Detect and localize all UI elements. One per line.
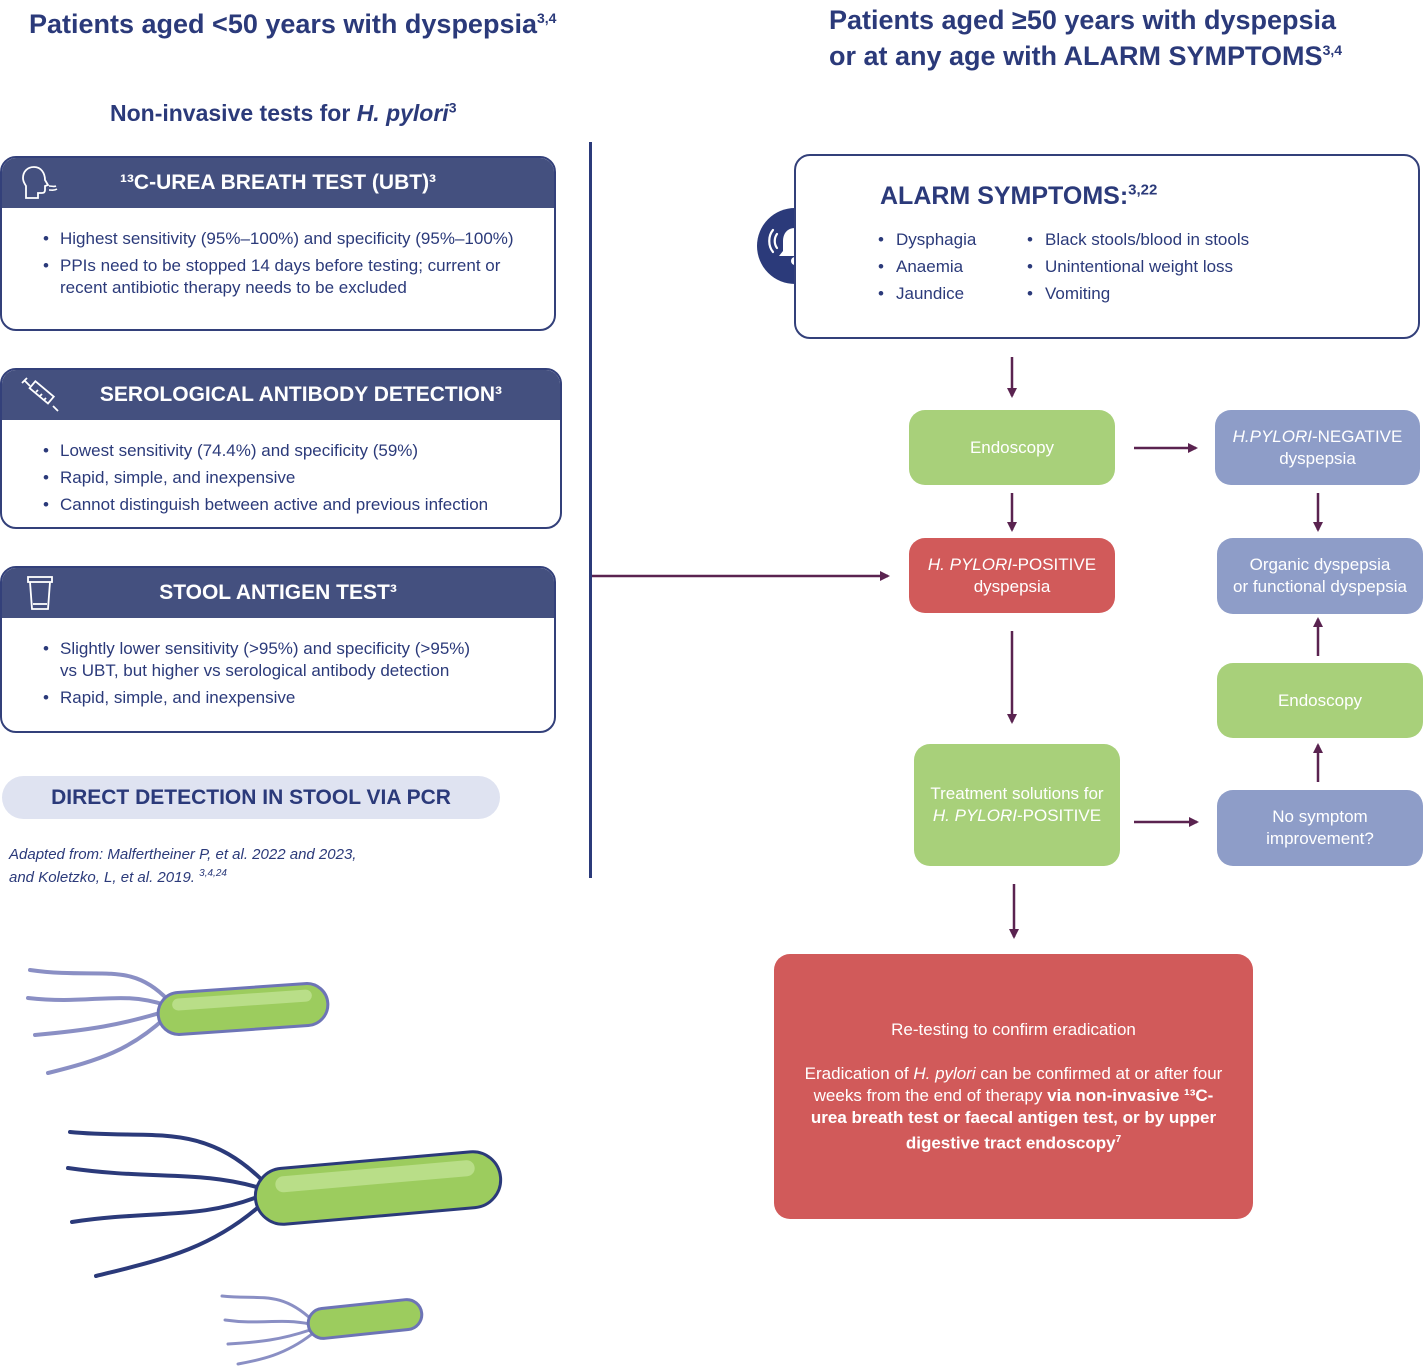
retest-text-1: Eradication of xyxy=(804,1063,914,1083)
retest-title: Re-testing to confirm eradication xyxy=(891,1019,1136,1039)
bacteria-illustration xyxy=(26,968,503,1366)
retest-italic: H. pylori xyxy=(913,1063,976,1083)
list-item: Vomiting xyxy=(1027,280,1249,307)
list-item: Black stools/blood in stools xyxy=(1027,226,1249,253)
list-item: Rapid, simple, and inexpensive xyxy=(43,687,534,709)
list-item: Unintentional weight loss xyxy=(1027,253,1249,280)
alarm-symptoms-box: ALARM SYMPTOMS:3,22 Dysphagia Anaemia Ja… xyxy=(794,154,1420,339)
subtitle-text: Non-invasive tests for xyxy=(110,100,357,126)
ubt-card: ¹³C-UREA BREATH TEST (UBT)³ Highest sens… xyxy=(0,156,556,331)
serology-card-title: SEROLOGICAL ANTIBODY DETECTION³ xyxy=(99,383,503,406)
alarm-title-sup: 3,22 xyxy=(1128,181,1158,199)
endoscopy-box-1: Endoscopy xyxy=(909,410,1115,485)
stool-card: STOOL ANTIGEN TEST³ Slightly lower sensi… xyxy=(0,566,556,733)
hp-positive-italic: H. PYLORI xyxy=(927,554,1012,574)
subtitle-italic: H. pylori xyxy=(356,100,449,126)
serology-card-header: SEROLOGICAL ANTIBODY DETECTION³ xyxy=(2,370,560,420)
treatment-rest: -POSITIVE xyxy=(1017,806,1102,825)
left-title-sup: 3,4 xyxy=(536,10,557,26)
no-symptom-line-2: improvement? xyxy=(1266,829,1374,848)
retest-body: Eradication of H. pylori can be confirme… xyxy=(796,1063,1231,1155)
bacterium-1 xyxy=(26,968,330,1075)
left-title-text: Patients aged <50 years with dyspepsia xyxy=(29,9,537,39)
tests-subtitle: Non-invasive tests for H. pylori3 xyxy=(110,100,457,127)
column-divider xyxy=(589,142,592,878)
pcr-label: DIRECT DETECTION IN STOOL VIA PCR xyxy=(51,785,451,809)
list-item: Cannot distinguish between active and pr… xyxy=(43,494,540,516)
left-title: Patients aged <50 years with dyspepsia3,… xyxy=(29,6,556,42)
endoscopy-box-2: Endoscopy xyxy=(1217,663,1423,738)
serology-bullets: Lowest sensitivity (74.4%) and specifici… xyxy=(2,420,560,516)
subtitle-sup: 3 xyxy=(448,99,457,116)
list-item: Lowest sensitivity (74.4%) and specifici… xyxy=(43,440,540,462)
right-title-line-2: or at any age with ALARM SYMPTOMS xyxy=(829,41,1323,71)
treatment-box: Treatment solutions for H. PYLORI-POSITI… xyxy=(914,744,1120,866)
stool-card-title: STOOL ANTIGEN TEST³ xyxy=(159,581,397,604)
breath-icon xyxy=(22,166,58,199)
hp-positive-line-2: dyspepsia xyxy=(973,576,1051,596)
hp-negative-rest: -NEGATIVE xyxy=(1311,426,1403,446)
bacterium-2 xyxy=(66,1130,503,1278)
retest-text-2: can be confirmed at or after four weeks … xyxy=(813,1063,1223,1105)
hp-positive-line-1: H. PYLORI-POSITIVE xyxy=(928,554,1096,576)
no-symptom-improvement-box: No symptom improvement? xyxy=(1217,790,1423,866)
treatment-line-2: H. PYLORI-POSITIVE xyxy=(933,805,1101,827)
syringe-icon xyxy=(21,377,59,412)
organic-line-2: or functional dyspepsia xyxy=(1233,577,1407,596)
organic-line-1: Organic dyspepsia xyxy=(1249,555,1391,574)
treatment-italic: H. PYLORI xyxy=(932,806,1017,825)
hp-positive-rest: -POSITIVE xyxy=(1012,554,1097,574)
alarm-title-text: ALARM SYMPTOMS: xyxy=(880,182,1129,210)
list-item: Rapid, simple, and inexpensive xyxy=(43,467,540,489)
treatment-line-1: Treatment solutions for xyxy=(930,784,1104,803)
adapted-line-2: and Koletzko, L, et al. 2019. 3,4,24 xyxy=(9,864,356,887)
hp-negative-line-2: dyspepsia xyxy=(1279,448,1356,468)
list-item: Highest sensitivity (95%–100%) and speci… xyxy=(43,228,534,250)
bacterium-3 xyxy=(220,1294,424,1366)
hp-negative-box: H.PYLORI-NEGATIVE dyspepsia xyxy=(1215,410,1420,485)
adapted-citation: Adapted from: Malfertheiner P, et al. 20… xyxy=(9,845,356,887)
adapted-line-1: Adapted from: Malfertheiner P, et al. 20… xyxy=(9,846,357,863)
list-item: Jaundice xyxy=(878,280,976,307)
endoscopy-1-label: Endoscopy xyxy=(969,437,1055,457)
retest-sup: 7 xyxy=(1115,1133,1122,1145)
pcr-pill: DIRECT DETECTION IN STOOL VIA PCR xyxy=(2,776,500,819)
ubt-card-title: ¹³C-UREA BREATH TEST (UBT)³ xyxy=(119,171,437,194)
serology-card: SEROLOGICAL ANTIBODY DETECTION³ Lowest s… xyxy=(0,368,562,529)
alarm-list-col-2: Black stools/blood in stools Unintention… xyxy=(1027,226,1249,307)
right-title-line-1: Patients aged ≥50 years with dyspepsia xyxy=(829,5,1337,35)
endoscopy-2-label: Endoscopy xyxy=(1277,690,1363,710)
hp-positive-box: H. PYLORI-POSITIVE dyspepsia xyxy=(909,538,1115,613)
list-item: Anaemia xyxy=(878,253,976,280)
hp-negative-italic: H.PYLORI xyxy=(1232,426,1312,446)
right-title-line-2-wrap: or at any age with ALARM SYMPTOMS3,4 xyxy=(829,38,1342,74)
stool-bullets: Slightly lower sensitivity (>95%) and sp… xyxy=(2,618,554,709)
right-title-sup: 3,4 xyxy=(1322,42,1343,58)
alarm-list-col-1: Dysphagia Anaemia Jaundice xyxy=(878,226,976,307)
list-item: PPIs need to be stopped 14 days before t… xyxy=(43,255,534,299)
ubt-card-header: ¹³C-UREA BREATH TEST (UBT)³ xyxy=(2,158,554,208)
alarm-title: ALARM SYMPTOMS:3,22 xyxy=(880,182,1157,211)
stool-card-header: STOOL ANTIGEN TEST³ xyxy=(2,568,554,618)
adapted-line-2-text: and Koletzko, L, et al. 2019. xyxy=(9,869,200,886)
list-item: Slightly lower sensitivity (>95%) and sp… xyxy=(43,638,534,682)
no-symptom-line-1: No symptom xyxy=(1272,807,1368,826)
stool-container-icon xyxy=(27,576,53,610)
retest-bold: via non-invasive ¹³C-urea breath test or… xyxy=(810,1085,1217,1153)
organic-dyspepsia-box: Organic dyspepsia or functional dyspepsi… xyxy=(1217,538,1423,614)
hp-negative-line-1: H.PYLORI-NEGATIVE xyxy=(1233,426,1403,448)
ubt-bullets: Highest sensitivity (95%–100%) and speci… xyxy=(2,208,554,299)
list-item: Dysphagia xyxy=(878,226,976,253)
right-title: Patients aged ≥50 years with dyspepsia o… xyxy=(829,2,1342,74)
retesting-box: Re-testing to confirm eradication Eradic… xyxy=(774,954,1253,1219)
adapted-sup: 3,4,24 xyxy=(199,868,227,879)
